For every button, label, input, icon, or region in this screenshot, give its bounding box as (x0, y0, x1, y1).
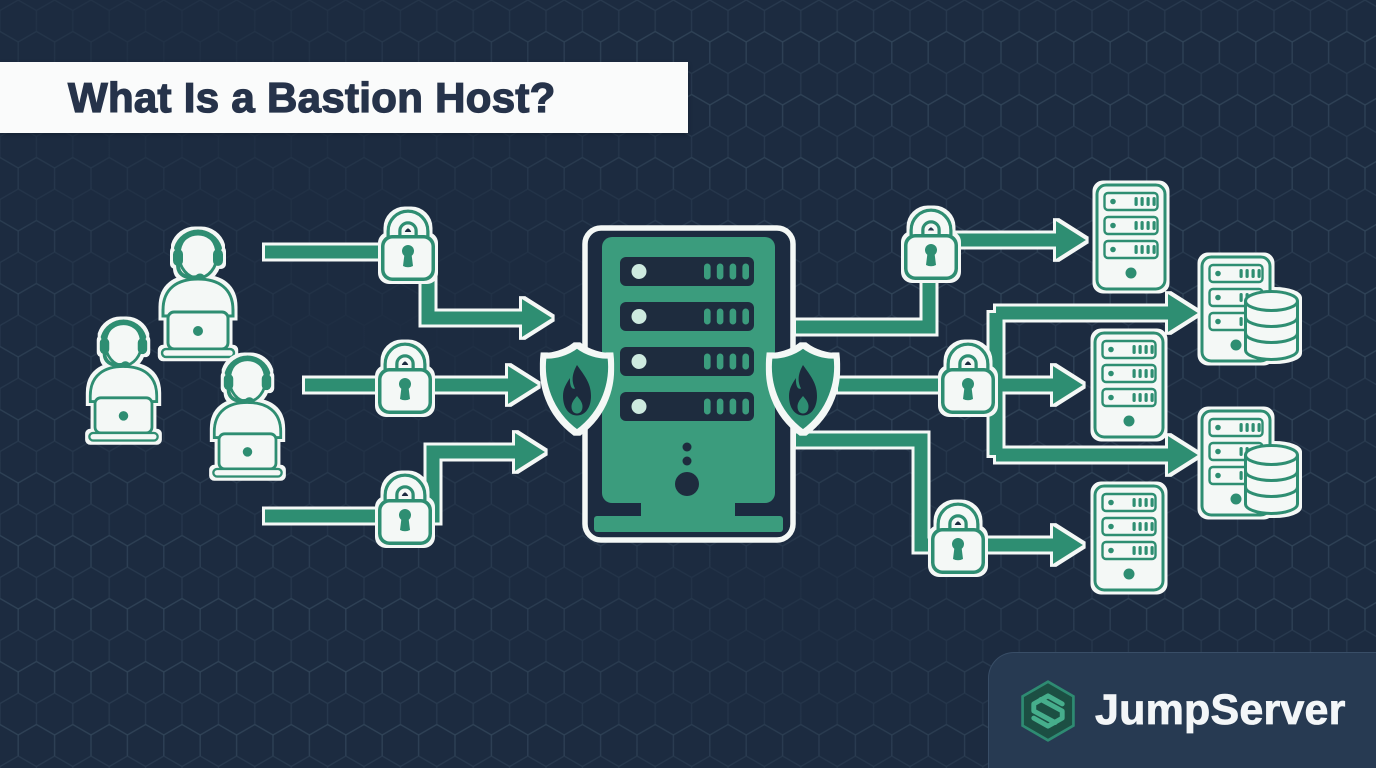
padlock-icon-out-2 (941, 350, 995, 414)
padlock-icon-out-1 (904, 216, 958, 280)
page-title: What Is a Bastion Host? (67, 73, 556, 121)
padlock-icon-in-1 (381, 217, 435, 281)
combo-1-database-icon (1244, 290, 1299, 361)
server-database-combo-2 (1202, 411, 1299, 515)
arrowhead (1053, 366, 1083, 404)
arrowhead (1168, 436, 1198, 474)
brand-name: JumpServer (1095, 686, 1346, 735)
padlock-icon-in-3 (378, 481, 432, 545)
brand-panel: JumpServer (988, 652, 1376, 768)
arrowhead (1168, 294, 1198, 332)
bastion-rack-rows (620, 257, 754, 421)
arrow-bastion-to-server3 (796, 433, 1055, 552)
arrow-user1-to-bastion (265, 245, 526, 325)
bastion-base (594, 516, 783, 532)
user-2-icon (89, 322, 157, 441)
target-server-1-icon (1097, 185, 1165, 289)
padlock-icon-out-3 (931, 510, 985, 574)
bastion-host-server (582, 225, 796, 543)
arrow-user3-to-bastion (265, 445, 517, 523)
arrowhead (508, 366, 538, 404)
arrowhead (1053, 526, 1083, 564)
target-server-2-icon (1095, 333, 1163, 437)
padlock-icon-in-2 (378, 350, 432, 414)
title-banner: What Is a Bastion Host? (0, 62, 688, 133)
bastion-pedestal (641, 503, 735, 516)
connection-arrows (265, 221, 1198, 564)
combo-2-database-icon (1244, 444, 1299, 515)
bastion-dot (682, 442, 692, 452)
arrow-bastion-to-server1 (796, 233, 1058, 334)
arrowhead (522, 299, 552, 337)
target-server-3-icon (1095, 486, 1163, 590)
server-database-combo-1 (1202, 257, 1299, 361)
bastion-power-button (675, 472, 699, 496)
user-1-icon (162, 232, 234, 357)
arrowhead (1056, 221, 1086, 259)
jumpserver-logo-icon (1021, 679, 1075, 742)
user-3-icon (213, 358, 281, 477)
arrowhead (515, 433, 545, 471)
bastion-dot (682, 456, 692, 466)
